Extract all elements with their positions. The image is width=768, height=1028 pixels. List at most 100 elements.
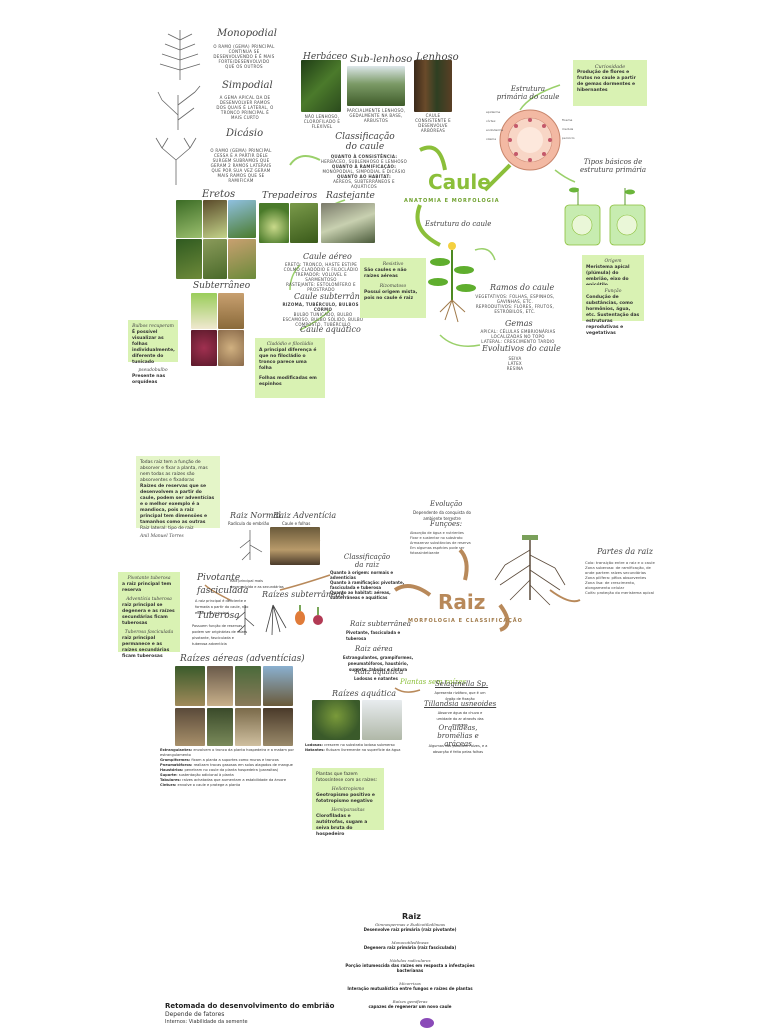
raiz-arrow-left xyxy=(393,584,432,597)
monopodial-desc: O RAMO (GEMA) PRINCIPAL CONTINUA SE DESE… xyxy=(213,44,275,69)
aerea-photo-1 xyxy=(175,666,205,706)
herbaceo-photo xyxy=(301,60,341,112)
aquatic-def: Natantes: flutuam livremente na superfíc… xyxy=(305,748,401,752)
caule-subterraneo-title: Caule subterrâneo xyxy=(294,292,370,301)
sublenhoso-photo xyxy=(347,66,405,106)
ereto-photo-4 xyxy=(176,239,202,279)
tuberosa-title: Tuberosa xyxy=(197,611,240,621)
classificacao-caule-title: Classificação do caule xyxy=(335,132,395,152)
raiz-aquatica-text: Lodosas e natantes xyxy=(354,676,398,681)
note-raiz-intro: Todas raiz tem a função de absorver e fi… xyxy=(136,456,220,539)
aquatica-photo-2 xyxy=(362,700,402,740)
ereto-photo-3 xyxy=(228,200,256,238)
aerea-photo-4 xyxy=(263,666,293,706)
aerial-def: Pneumatóforos: realizam trocas gasosas e… xyxy=(160,763,293,767)
aerea-photo-7 xyxy=(235,708,261,746)
aerea-photo-3 xyxy=(235,666,261,706)
raiz-central-title: Raiz xyxy=(438,590,486,614)
partes-raiz-list: Colo: transição entre a raiz e o caule Z… xyxy=(585,560,655,595)
monopodial-title: Monopodial xyxy=(217,28,277,39)
subterraneo-photo-2 xyxy=(218,293,244,329)
caule-aereo-list: ERETO: TRONCO, HASTE ESTIPE COLMO CLADÓD… xyxy=(283,262,359,292)
ereto-photo-6 xyxy=(228,239,256,279)
caule-arrow-down xyxy=(415,204,441,247)
plant-structure-illustration xyxy=(428,242,476,323)
raiz-normal-caption: Radícula do embrião xyxy=(228,521,270,526)
tillandsia-text: Absorve água da chuva e umidade do ar at… xyxy=(436,711,484,727)
eretos-title: Eretos xyxy=(202,189,236,200)
classificacao-raiz-list: Quanto à origem: normais e adventícias Q… xyxy=(330,570,405,600)
aerea-photo-6 xyxy=(207,708,233,746)
aerea-photo-5 xyxy=(175,708,205,746)
lenhoso-title: Lenhoso xyxy=(416,52,459,63)
aquatica-photo-1 xyxy=(312,700,360,740)
plantas-sem-raizes-title: Plantas sem raízes xyxy=(400,678,467,686)
gemas-title: Gemas xyxy=(505,319,533,328)
raiz-aerea-title: Raiz aérea xyxy=(355,645,393,653)
pivotante-title: Pivotante xyxy=(197,573,241,583)
monopodial-sketch xyxy=(159,30,201,80)
caule-arrow-right xyxy=(483,163,512,192)
rastejante-title: Rastejante xyxy=(326,191,375,201)
note-reserva: Bulbos recuperam É possível visualizar a… xyxy=(128,320,178,385)
ramos-list: VEGETATIVOS: FOLHAS, ESPINHOS, GAVINHAS,… xyxy=(475,294,555,314)
fasciculada-text: A raiz principal é deficiente e formada … xyxy=(195,599,249,615)
simpodial-title: Simpodial xyxy=(222,80,273,91)
embryo-title: Retomada do desenvolvimento do embrião xyxy=(165,1002,335,1010)
subterraneo-photo-4 xyxy=(218,330,244,366)
sublenhoso-caption: PARCIALMENTE LENHOSO, GEDALMENTE NA BASE… xyxy=(346,108,406,123)
raiz-normal-title: Raiz Normal xyxy=(230,511,281,520)
subterraneo-photo-1 xyxy=(191,293,217,329)
caule-aquatico-title: Caule aquático xyxy=(300,325,361,334)
sublenhoso-title: Sub-lenhoso xyxy=(350,54,413,65)
raiz-arrow-down xyxy=(498,603,510,632)
raiz-aerea-text: Estrangulantes, grampiformes, pneumatófo… xyxy=(342,655,414,672)
root-illustration xyxy=(494,535,566,606)
raiz-central-subtitle: MORFOLOGIA E CLASSIFICAÇÃO xyxy=(408,618,523,624)
fasciculada-title: fasciculada xyxy=(197,586,249,596)
caule-central-title: Caule xyxy=(428,170,491,194)
lenhoso-photo xyxy=(414,60,452,112)
aerial-def: Cintura: envolve o caule e protege a pla… xyxy=(160,783,241,787)
raizes-subterraneas-title: Raízes subterrâneas xyxy=(262,590,345,599)
raiz-adventicia-caption: Caule e folhas xyxy=(282,521,311,526)
aerea-photo-2 xyxy=(207,666,233,706)
stem-cross-section xyxy=(499,109,561,171)
aerial-def: Suporte: sustentação adicional à planta xyxy=(160,773,234,777)
estrutura-primaria-title: Estrutura primária do caule xyxy=(496,85,560,101)
aerial-def: Estrangulantes: envolvem o tronco da pla… xyxy=(160,748,294,757)
raiz-subterranea-title: Raiz subterrânea xyxy=(350,620,411,628)
bottom-title: Raiz xyxy=(402,912,421,921)
purple-decoration xyxy=(420,1018,434,1028)
tipos-basicos-illustration xyxy=(564,187,646,246)
note-funcao: Função Condução de substâncias, como hor… xyxy=(582,285,644,336)
selaginella-title: Selaginella Sp. xyxy=(435,680,489,688)
embryo-line2: Internos: Viabilidade da semente xyxy=(165,1019,248,1025)
orquideas-text: Algumas não possuem raízes, e a absorção… xyxy=(428,744,488,754)
herbaceo-caption: NÃO LENHOSO, CLOROFILADO E FLEXÍVEL xyxy=(303,114,341,129)
note-origem: Origem Meristema apical (plúmula) do emb… xyxy=(582,255,644,288)
dicasio-sketch xyxy=(155,137,197,185)
evolucao-title: Evolução xyxy=(430,500,463,508)
caule-aereo-title: Caule aéreo xyxy=(303,252,352,261)
rastejante-photo xyxy=(321,203,375,243)
aerial-def: Tabulares: raízes achatadas que aumentam… xyxy=(160,778,287,782)
caule-subterraneo-list: RIZOMA, TUBÉRCULO, BULBOS E CORMO BULBO … xyxy=(282,302,364,327)
orquideas-title: Orquídeas, bromélias e aráceas xyxy=(437,724,479,748)
raiz-adventicia-photo xyxy=(270,527,320,565)
aquatic-def: Lodosas: crescem no substrato lodoso sub… xyxy=(305,743,395,747)
tillandsia-title: Tillandsia usneoides xyxy=(424,700,497,708)
classificacao-caule-list: QUANTO À CONSISTÊNCIA: HERBÁCEO, SUBLENH… xyxy=(320,154,408,189)
evolutivos-list: SEIVA LÁTEX RESINA xyxy=(506,356,524,371)
trepadeiro-photo-1 xyxy=(259,203,289,243)
ereto-photo-1 xyxy=(176,200,202,238)
herbaceo-title: Herbáceo xyxy=(303,52,348,62)
dicasio-desc: O RAMO (GEMA) PRINCIPAL CESSA E A PARTIR… xyxy=(210,148,272,183)
raiz-normal-sketch xyxy=(239,530,263,561)
simpodial-desc: A GEMA APICAL DA DE DESENVOLVER RAMOS DO… xyxy=(216,95,274,120)
classificacao-raiz-title: Classificação da raiz xyxy=(343,553,391,569)
ereto-photo-2 xyxy=(203,200,227,238)
estrutura-caule-title: Estrutura do caule xyxy=(425,220,492,228)
caule-central-subtitle: ANATOMIA E MORFOLOGIA xyxy=(404,198,500,204)
